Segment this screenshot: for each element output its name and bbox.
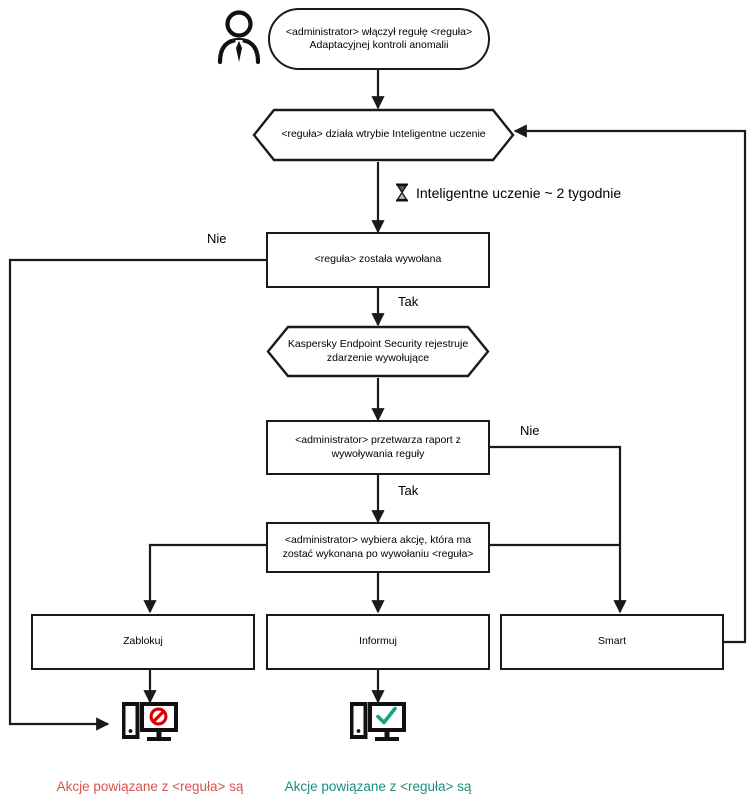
node-admin-processes-report-line2: wywoływania reguły [331,447,425,460]
node-kes-logs-event-line1: Kaspersky Endpoint Security rejestruje [287,337,469,350]
node-admin-processes-report-line1: <administrator> przetwarza raport z [295,434,461,447]
caption-blocked: Akcje powiązane z <reguła> są blokowane [10,760,290,812]
person-icon [208,6,270,68]
caption-allowed: Akcje powiązane z <reguła> są dozwolone [238,760,518,812]
node-learning-mode: <reguła> działa wtrybie Inteligentne ucz… [252,108,515,162]
node-kes-logs-event-line2: zdarzenie wywołujące [326,351,430,364]
note-learning-duration-text: Inteligentne uczenie ~ 2 tygodnie [416,184,622,201]
node-start-line1: <administrator> włączył regułę <reguła> [285,25,473,38]
note-learning-duration: Inteligentne uczenie ~ 2 tygodnie [395,183,621,202]
edge-label-triggered-no: Nie [207,231,227,246]
node-action-block-label: Zablokuj [123,635,163,648]
caption-blocked-line1: Akcje powiązane z <reguła> są [56,779,244,795]
node-action-smart-label: Smart [597,635,626,648]
hourglass-icon [395,183,409,202]
edge-label-report-yes: Tak [398,483,419,498]
node-start-line2: Adaptacyjnej kontroli anomalii [309,39,449,51]
monitor-blocked-icon [121,702,178,748]
edge-smart-loopback [513,124,747,644]
edge-select-to-block [143,543,266,614]
edge-triggered-no-to-blocked [8,258,266,731]
node-admin-selects-action: <administrator> wybiera akcję, która ma … [266,522,490,573]
node-start: <administrator> włączył regułę <reguła> … [268,8,490,70]
node-admin-processes-report: <administrator> przetwarza raport z wywo… [266,420,490,475]
node-action-inform: Informuj [266,614,490,670]
node-action-block: Zablokuj [31,614,255,670]
node-learning-mode-line1: <reguła> działa wtrybie Inteligentne ucz… [281,128,486,141]
monitor-allowed-icon [349,702,406,748]
node-action-smart: Smart [500,614,724,670]
node-admin-selects-action-line2: zostać wykonana po wywołaniu <reguła> [282,547,474,560]
node-rule-triggered: <reguła> została wywołana [266,232,490,288]
node-rule-triggered-line1: <reguła> została wywołana [314,253,442,266]
node-kes-logs-event: Kaspersky Endpoint Security rejestruje z… [266,325,490,378]
edge-report-no-to-smart [490,445,627,614]
edge-label-triggered-yes: Tak [398,294,419,309]
caption-allowed-line1: Akcje powiązane z <reguła> są [284,779,472,795]
node-action-inform-label: Informuj [359,635,397,648]
node-admin-selects-action-line1: <administrator> wybiera akcję, która ma [284,534,472,547]
edge-label-report-no: Nie [520,423,540,438]
